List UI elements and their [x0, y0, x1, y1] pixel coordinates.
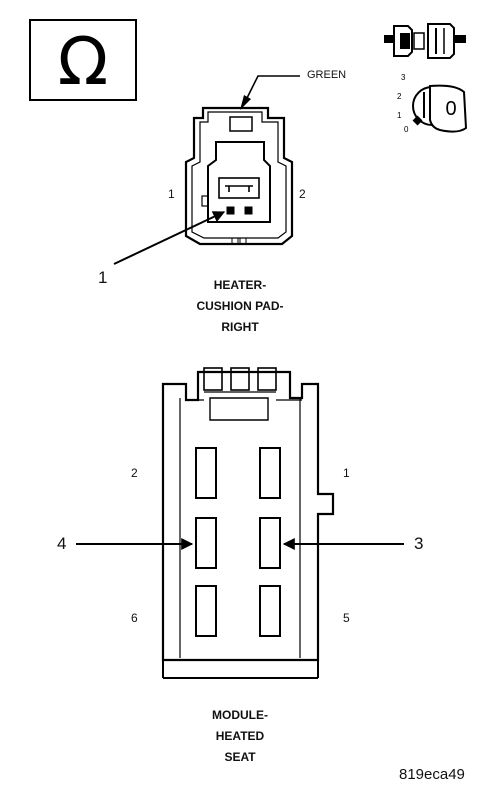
key-label: 0	[445, 98, 456, 120]
wire-color-label: GREEN	[307, 69, 347, 81]
module-pin-5-label: 5	[343, 611, 350, 625]
heater-connector-title: HEATER- CUSHION PAD- RIGHT	[170, 275, 310, 338]
ohm-symbol-box: Ω	[29, 19, 137, 101]
heater-title-line-2: CUSHION PAD-	[196, 299, 284, 313]
key-position-0: 0	[404, 125, 409, 134]
key-position-1: 1	[397, 111, 402, 120]
heater-title-line-3: RIGHT	[221, 320, 259, 334]
green-wire-leader	[240, 75, 300, 110]
heater-pin-1-label: 1	[168, 187, 175, 201]
key-position-3: 3	[401, 73, 406, 82]
callout-1-leader	[113, 211, 226, 265]
module-title-line-1: MODULE-	[212, 708, 268, 722]
figure-id: 819eca49	[399, 766, 465, 783]
heater-connector	[184, 106, 294, 246]
heater-title-line-1: HEATER-	[213, 278, 267, 292]
module-pin-2-label: 2	[131, 466, 138, 480]
ohm-icon: Ω	[58, 23, 108, 100]
module-pin-6-label: 6	[131, 611, 138, 625]
callout-1-label: 1	[98, 268, 108, 287]
ignition-key-icon: 0 3 2 1 0	[397, 73, 468, 134]
module-title-line-3: SEAT	[224, 750, 256, 764]
callout-4-label: 4	[57, 534, 67, 553]
module-connector	[161, 367, 335, 679]
heater-pin-2-label: 2	[299, 187, 306, 201]
module-pin-1-label: 1	[343, 466, 350, 480]
connector-view-icon	[384, 23, 466, 59]
module-connector-title: MODULE- HEATED SEAT	[170, 705, 310, 768]
module-title-line-2: HEATED	[215, 729, 265, 743]
key-position-2: 2	[397, 92, 402, 101]
callout-3-label: 3	[414, 534, 424, 553]
